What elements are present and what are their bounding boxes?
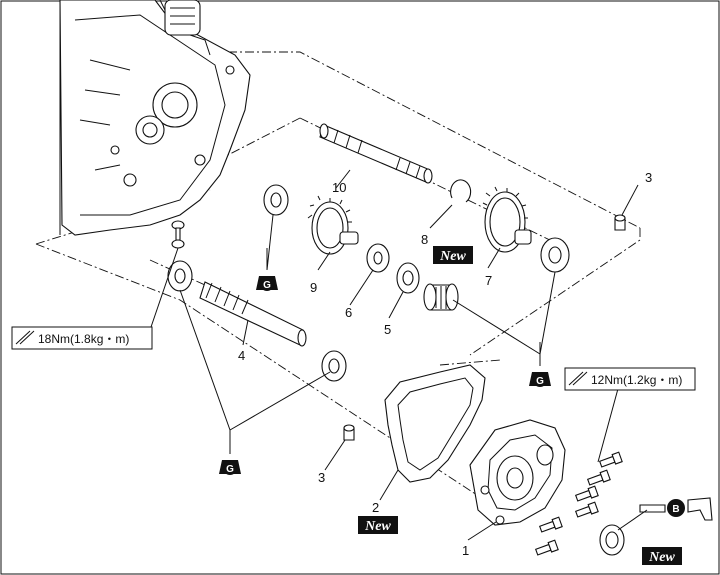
part-5-collar [396,262,420,294]
grease-badge-lower-text: G [226,464,234,475]
wrench-icon [568,371,588,386]
callout-2: 2 [372,500,379,515]
new-badge-2-text: New [364,519,391,534]
part-9-gear [307,195,359,255]
callout-8: 8 [421,232,428,247]
callout-4: 4 [238,348,245,363]
oil-seal [599,524,625,556]
callout-6: 6 [345,305,352,320]
callout-10: 10 [332,180,346,195]
new-badge-seal: New [642,547,682,565]
part-10-shaft [319,123,433,184]
grease-badge-9-text: G [263,280,271,291]
grease-applicator [639,497,713,521]
part-4-shaft [199,281,307,347]
callout-1: 1 [462,543,469,558]
callout-7: 7 [485,273,492,288]
part-3-dowel-lower [343,424,355,441]
new-badge-8: New [433,246,473,264]
needle-bearing [423,283,459,311]
cover-bolts [534,451,623,556]
callout-numbers: 10 8 3 9 6 5 7 4 3 2 1 [238,170,652,558]
new-badge-2: New [358,516,398,534]
callout-5: 5 [384,322,391,337]
part-2-gasket [384,364,486,483]
torque-box-left: 18Nm(1.8kg・m) [11,326,153,350]
new-badge-8-text: New [439,249,466,264]
part-8-circlip [450,179,472,203]
torque-box-right: 12Nm(1.2kg・m) [564,367,696,391]
engine-case [59,0,251,236]
callout-3-top: 3 [645,170,652,185]
drain-bolt [171,220,185,249]
part-1-cover [469,419,566,526]
callout-9: 9 [310,280,317,295]
grease-drop-markers [229,248,541,454]
grease-badge-right-text: G [536,376,544,387]
grease-badge-lower: G [219,460,241,475]
bearing-lower [321,350,347,382]
new-badge-seal-text: New [648,550,675,565]
callout-3-lower: 3 [318,470,325,485]
part-7-gear [482,186,532,253]
torque-left-text: 18Nm(1.8kg・m) [38,332,129,346]
grease-badge-9: G [256,276,278,291]
torque-right-text: 12Nm(1.2kg・m) [591,373,682,387]
leader-lines [149,169,648,541]
bearing-upper [263,184,289,216]
part-6-washer [366,243,390,273]
grease-badge-b-text: B [672,504,679,515]
bearing-right [540,237,570,273]
part-3-dowel-top [614,214,626,231]
grease-badge-b: B [667,499,685,517]
wrench-icon [15,330,35,345]
grease-badge-right: G [529,372,551,387]
